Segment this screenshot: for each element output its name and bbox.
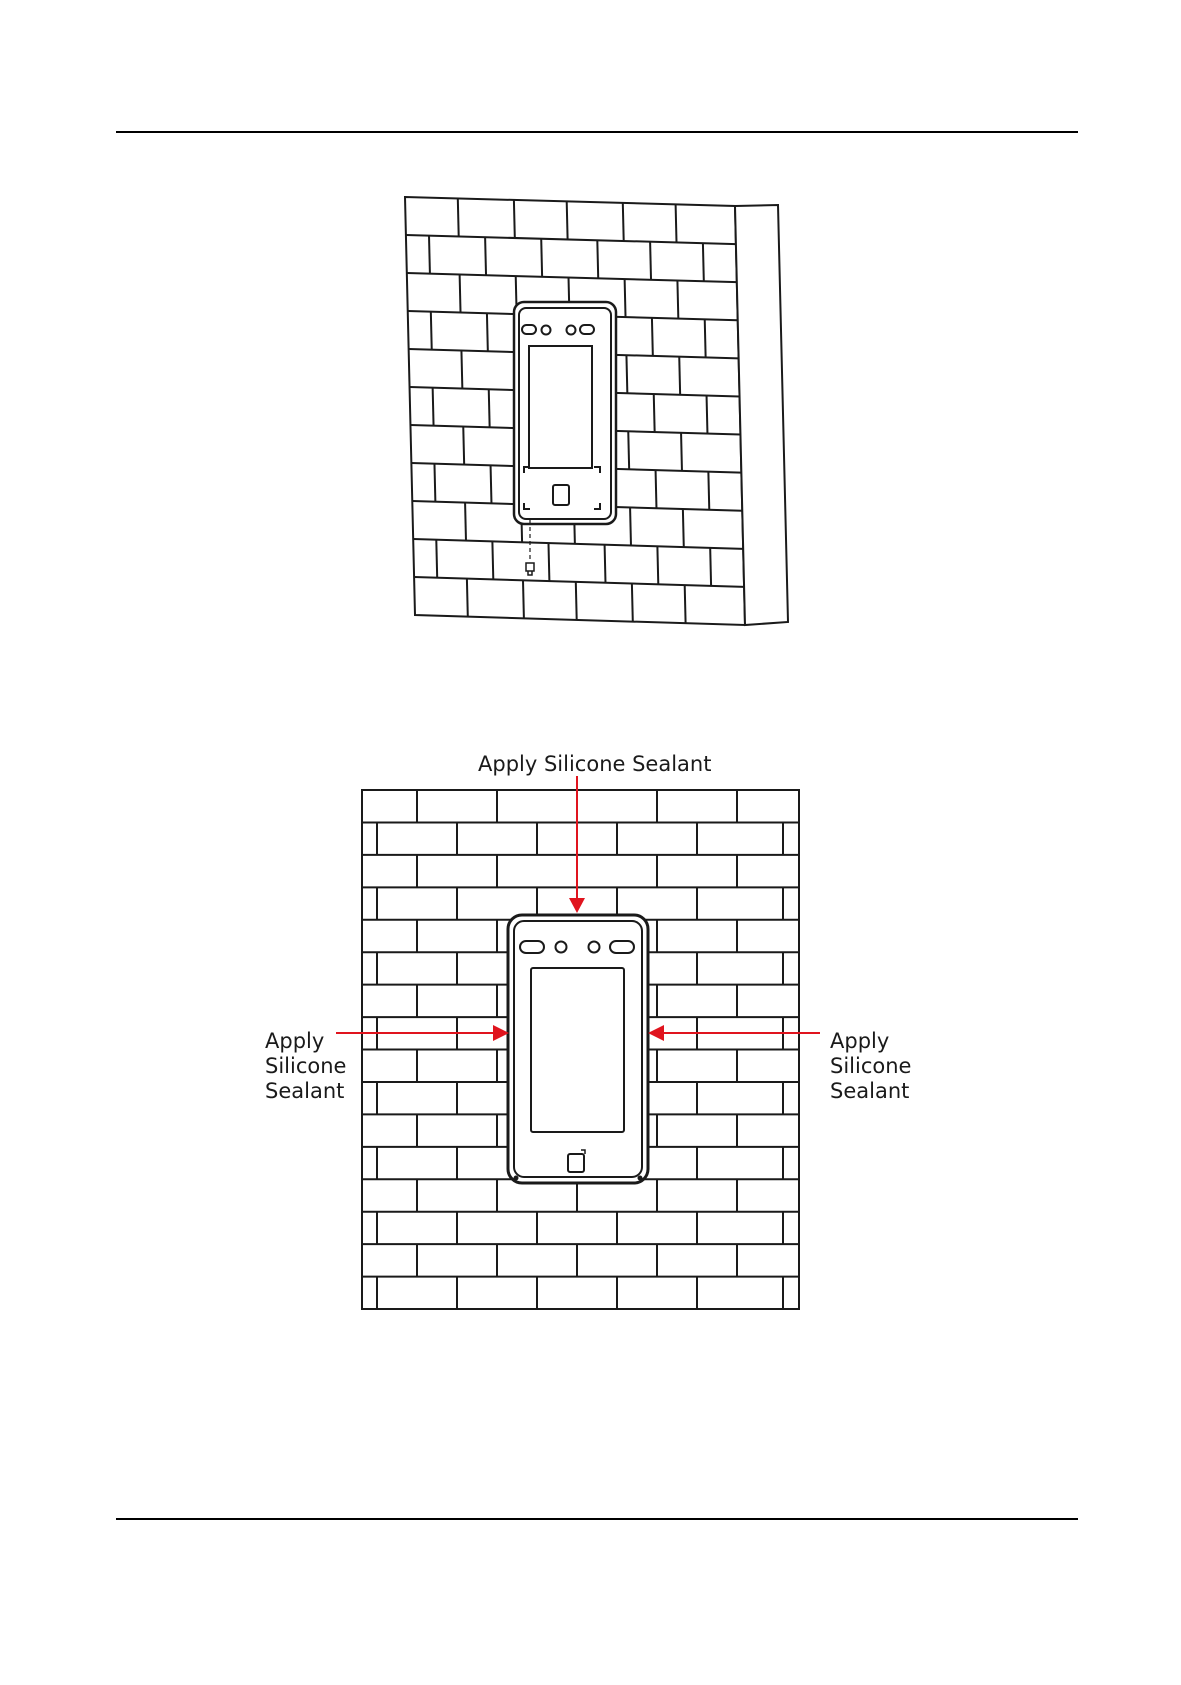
brick-line [414, 577, 744, 587]
brick-line [491, 465, 492, 503]
brick-line [523, 580, 524, 618]
wall-mount-figure [405, 197, 788, 625]
callout-top: Apply Silicone Sealant [478, 752, 711, 777]
callout-right-line-1: Apply [830, 1029, 911, 1054]
brick-line [679, 357, 680, 395]
callout-right-line-2: Silicone [830, 1054, 911, 1079]
brick-line [406, 235, 736, 244]
brick-line [463, 427, 464, 465]
brick-line [434, 464, 435, 502]
brick-line [654, 394, 655, 432]
brick-line [541, 239, 542, 277]
callout-left-line-1: Apply [265, 1029, 346, 1054]
callout-left-line-2: Silicone [265, 1054, 346, 1079]
screw-icon [526, 563, 534, 575]
brick-line [632, 584, 633, 622]
arrow-top-head [569, 898, 585, 913]
brick-line [548, 543, 549, 581]
brick-line [683, 509, 684, 547]
brick-line [605, 545, 606, 583]
brick-line [623, 203, 624, 241]
brick-line [677, 281, 678, 319]
brick-line [708, 472, 709, 510]
callout-right-line-3: Sealant [830, 1079, 911, 1104]
brick-line [625, 279, 626, 317]
brick-line [681, 433, 682, 471]
brick-line [436, 540, 437, 578]
callout-left-line-3: Sealant [265, 1079, 346, 1104]
brick-line [487, 313, 488, 351]
brick-line [492, 541, 493, 579]
brick-line [685, 585, 686, 623]
brick-line [710, 548, 711, 586]
sealant-figure [336, 776, 820, 1309]
footer-rule [116, 1518, 1078, 1520]
brick-line [626, 355, 627, 393]
access-terminal-side-view [514, 302, 616, 575]
brick-line [489, 389, 490, 427]
brick-line [465, 503, 466, 541]
brick-line [431, 312, 432, 350]
brick-line [652, 318, 653, 356]
brick-line [707, 396, 708, 434]
brick-line [703, 243, 704, 281]
brick-line [429, 236, 430, 274]
brick-line [650, 242, 651, 280]
brick-line [705, 319, 706, 357]
brick-line [656, 470, 657, 508]
arrow-right-head [648, 1025, 664, 1041]
brick-line [485, 237, 486, 275]
brick-line [630, 507, 631, 545]
brick-line [567, 201, 568, 239]
brick-line [514, 200, 515, 238]
brick-line [461, 350, 462, 388]
brick-line [413, 539, 743, 549]
callout-right: Apply Silicone Sealant [830, 1029, 911, 1104]
brick-line [407, 273, 737, 282]
brick-line [576, 582, 577, 620]
brick-line [433, 388, 434, 426]
brick-line [657, 546, 658, 584]
brick-line [676, 204, 677, 242]
brick-line [628, 431, 629, 469]
brick-line [597, 240, 598, 278]
brick-line [460, 274, 461, 312]
brick-line [458, 198, 459, 236]
callout-left: Apply Silicone Sealant [265, 1029, 346, 1104]
access-terminal-front-view [508, 915, 648, 1183]
brick-line [467, 579, 468, 617]
